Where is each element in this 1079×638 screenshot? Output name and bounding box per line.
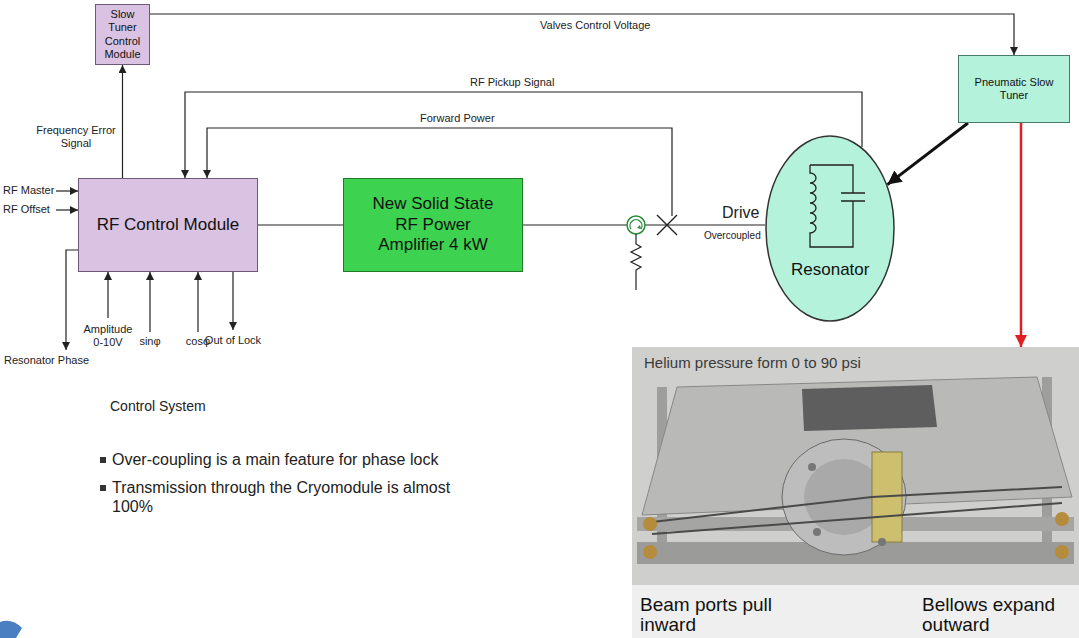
- input-wire: [56, 190, 78, 191]
- bullet-mark: [100, 485, 106, 491]
- box-text: RF Control Module: [97, 215, 240, 235]
- shape-text: Resonator: [791, 261, 881, 279]
- bullet-note: Transmission through the Cryomodule is a…: [112, 478, 482, 516]
- input-wire: [107, 272, 108, 318]
- lc-circuit-symbol: [810, 165, 865, 247]
- input-wire: [149, 272, 150, 332]
- input-wire: [197, 272, 198, 332]
- control-module: Slow Tuner Control Module: [95, 4, 150, 65]
- control-module: RF Control Module: [78, 178, 258, 272]
- output-wire: [232, 272, 233, 330]
- edge-label: RF Pickup Signal: [470, 76, 554, 89]
- rf-line: [258, 224, 343, 225]
- signal-name: Out of Lock: [200, 334, 266, 347]
- tuner-box: Pneumatic Slow Tuner: [958, 55, 1070, 123]
- coupling-note: Overcoupled: [704, 230, 761, 242]
- section-caption: Control System: [110, 398, 206, 415]
- resistor-symbol: [631, 234, 641, 290]
- box-text: Pneumatic Slow Tuner: [967, 76, 1061, 102]
- edge-label: Valves Control Voltage: [540, 19, 650, 32]
- output-wire: [66, 250, 78, 350]
- circulator-symbol: [627, 216, 645, 234]
- edge-label: Drive: [722, 203, 759, 222]
- coupler-symbol: [657, 215, 677, 235]
- resonator-outline: [766, 136, 894, 321]
- signal-name: RF Offset: [3, 203, 50, 216]
- signal-name: Resonator Phase: [4, 354, 89, 367]
- shape-text: Helium pressure form 0 to 90 psi: [644, 355, 944, 371]
- logo-mark: [0, 621, 22, 638]
- tuner-arrow: [887, 123, 968, 185]
- input-wire: [56, 209, 78, 210]
- ellipse-outline: [765, 135, 895, 322]
- signal-name: Amplitude 0-10V: [80, 323, 136, 349]
- bullet-mark: [100, 457, 106, 463]
- amplifier-box: New Solid State RF Power Amplifier 4 kW: [343, 178, 523, 272]
- signal-name: Forward Power: [420, 112, 495, 125]
- pickup-line: [185, 92, 862, 178]
- photo-panel: Helium pressure form 0 to 90 psiBeam por…: [632, 347, 1079, 638]
- photo-arrow: [1020, 123, 1023, 347]
- resonator-ellipse: Resonator: [765, 135, 895, 322]
- tuner-photo: [632, 347, 1079, 638]
- box-text: Slow Tuner Control Module: [98, 8, 147, 61]
- edge-label: Frequency Error Signal: [34, 124, 118, 150]
- signal-line: [122, 65, 123, 178]
- signal-name: RF Master: [3, 184, 54, 197]
- box-text: New Solid State RF Power Amplifier 4 kW: [362, 194, 504, 255]
- wire-group: [56, 128, 672, 350]
- signal-name: sinφ: [136, 335, 164, 348]
- control-line: [150, 14, 1014, 55]
- shape-text: Beam ports pull inward: [640, 595, 815, 635]
- shape-text: Bellows expand outward: [922, 595, 1072, 635]
- bullet-note: Over-coupling is a main feature for phas…: [112, 450, 438, 469]
